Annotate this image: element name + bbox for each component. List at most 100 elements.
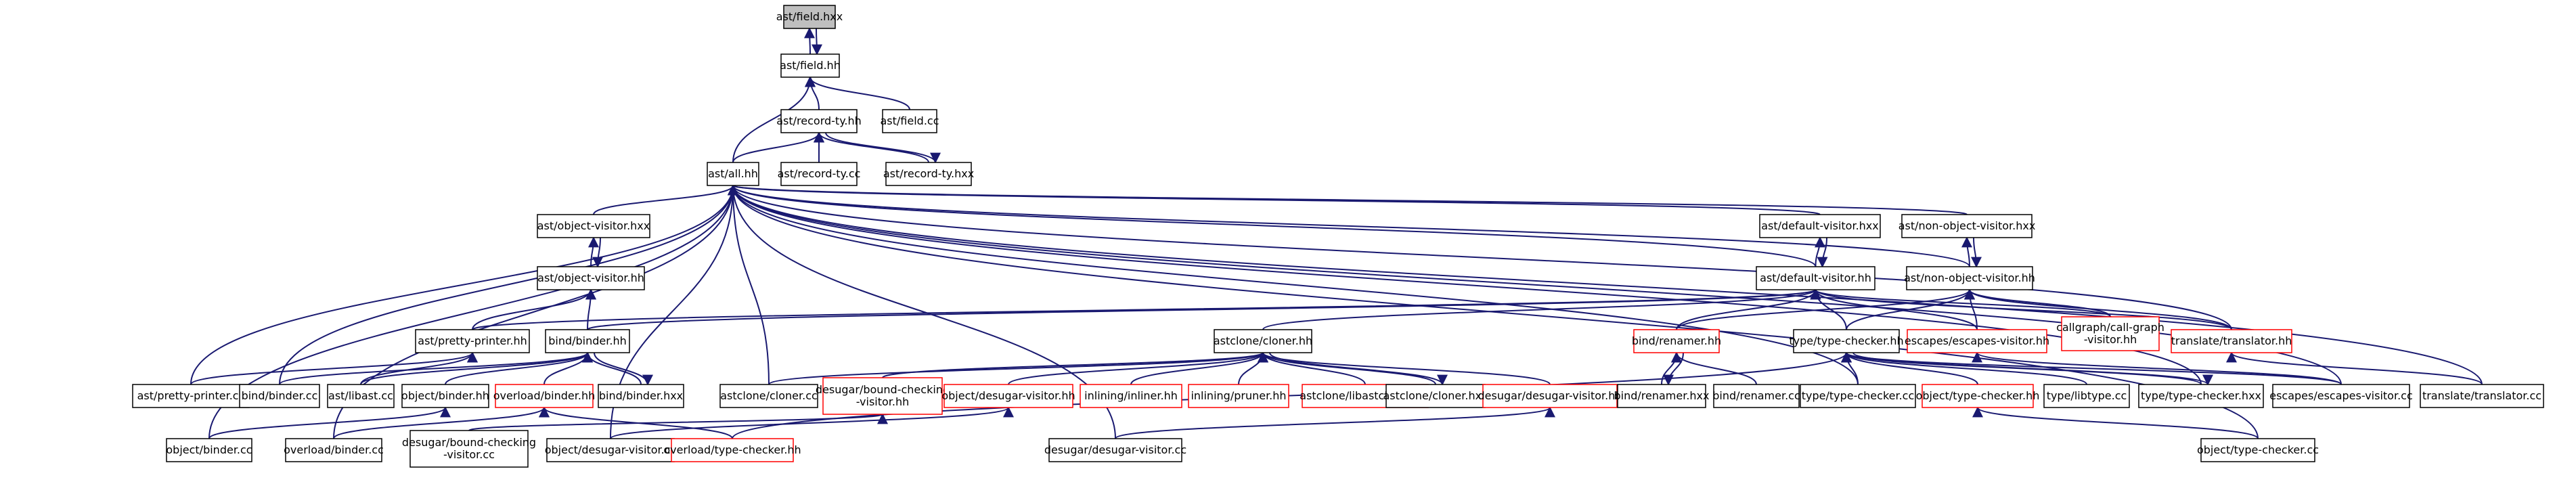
graph-node-escapes_visitor_cc[interactable]: escapes/escapes-visitor.cc	[2269, 384, 2413, 408]
edge-object_desugar_hh-to-cloner_hh	[1008, 351, 1268, 385]
node-box	[537, 214, 650, 238]
node-label: ast/default-visitor.hxx	[1761, 219, 1878, 232]
edge-record_ty_hh-to-record_ty_hxx	[825, 132, 941, 164]
graph-node-record_ty_hxx[interactable]: ast/record-ty.hxx	[883, 162, 974, 186]
node-label: bind/renamer.hh	[1632, 334, 1721, 347]
graph-node-type_checker_hxx[interactable]: type/type-checker.hxx	[2138, 384, 2264, 408]
edge-binder_hxx-to-binder_hh	[582, 351, 642, 385]
graph-node-object_desugar_hh[interactable]: object/desugar-visitor.hh	[941, 384, 1075, 408]
edge-escapes_visitor_cc-to-all_hh	[728, 184, 2342, 385]
edge-libast_cc-to-pretty_printer_hh	[360, 351, 478, 385]
edge-libast_cc-to-binder_hh	[360, 351, 593, 385]
node-box	[546, 438, 675, 462]
edge-renamer_hh-to-non_object_visitor_hh	[1676, 288, 1975, 330]
node-label: bind/binder.hh	[548, 334, 627, 347]
graph-node-object_binder_cc[interactable]: object/binder.cc	[166, 438, 252, 462]
node-box	[783, 5, 836, 29]
graph-node-pruner_hh[interactable]: inlining/pruner.hh	[1188, 384, 1289, 408]
graph-node-escapes_visitor_hh[interactable]: escapes/escapes-visitor.hh	[1905, 329, 2049, 353]
graph-node-default_visitor_hh[interactable]: ast/default-visitor.hh	[1756, 266, 1875, 290]
graph-node-record_ty_cc[interactable]: ast/record-ty.cc	[778, 162, 861, 186]
edge-non_object_visitor_hxx-to-all_hh	[728, 184, 1968, 215]
graph-node-call_graph_hh[interactable]: callgraph/call-graph-visitor.hh	[2056, 316, 2164, 351]
graph-node-object_desugar_cc[interactable]: object/desugar-visitor.cc	[545, 438, 677, 462]
graph-node-non_object_visitor_hh[interactable]: ast/non-object-visitor.hh	[1904, 266, 2035, 290]
edge-default_visitor_hh-to-default_visitor_hxx	[1814, 236, 1825, 267]
graph-node-default_visitor_hxx[interactable]: ast/default-visitor.hxx	[1759, 214, 1881, 238]
graph-node-all_hh[interactable]: ast/all.hh	[707, 162, 759, 186]
graph-node-renamer_cc[interactable]: bind/renamer.cc	[1712, 384, 1800, 408]
graph-node-bounds_checking_cc[interactable]: desugar/bound-checking-visitor.cc	[402, 430, 536, 468]
edge-pretty_printer_cc-to-pretty_printer_hh	[190, 351, 478, 385]
edge-default_visitor_hxx-to-default_visitor_hh	[1817, 237, 1828, 268]
graph-node-libast_cc[interactable]: ast/libast.cc	[327, 384, 395, 408]
node-label: object/desugar-visitor.cc	[545, 443, 677, 456]
node-label: ast/object-visitor.hh	[537, 271, 644, 284]
graph-node-translator_cc[interactable]: translate/translator.cc	[2420, 384, 2544, 408]
graph-node-bounds_checking_hh[interactable]: desugar/bound-checking-visitor.hh	[816, 377, 950, 415]
graph-node-binder_hh[interactable]: bind/binder.hh	[545, 329, 630, 353]
node-label: -visitor.cc	[443, 448, 495, 461]
graph-node-libtype_cc[interactable]: type/libtype.cc	[2043, 384, 2130, 408]
node-label: bind/binder.hxx	[599, 389, 683, 402]
node-label: type/type-checker.hh	[1789, 334, 1903, 347]
graph-node-desugar_visitor_cc[interactable]: desugar/desugar-visitor.cc	[1044, 438, 1186, 462]
node-label: ast/field.hh	[780, 59, 841, 72]
graph-node-object_visitor_hh[interactable]: ast/object-visitor.hh	[537, 266, 645, 290]
graph-node-record_ty_hh[interactable]: ast/record-ty.hh	[776, 109, 862, 133]
graph-node-inliner_hh[interactable]: inlining/inliner.hh	[1080, 384, 1182, 408]
node-label: object/binder.hh	[401, 389, 489, 402]
edge-overload_binder_cc-to-overload_binder_hh	[333, 406, 550, 439]
graph-node-overload_binder_hh[interactable]: overload/binder.hh	[493, 384, 595, 408]
node-box	[1214, 329, 1312, 353]
edge-object_type_checker_cc-to-object_type_checker_hh	[1972, 406, 2259, 439]
graph-node-overload_type_checker_hh[interactable]: overload/type-checker.hh	[663, 438, 801, 462]
node-box	[719, 384, 818, 408]
graph-node-binder_cc[interactable]: bind/binder.cc	[239, 384, 320, 408]
node-label: desugar/bound-checking	[402, 436, 536, 449]
graph-node-field_hxx[interactable]: ast/field.hxx	[776, 5, 843, 29]
node-label: object/type-checker.hh	[1916, 389, 2040, 402]
graph-node-object_type_checker_cc[interactable]: object/type-checker.cc	[2197, 438, 2319, 462]
graph-node-cloner_cc[interactable]: astclone/cloner.cc	[719, 384, 818, 408]
edge-cloner_cc-to-cloner_hh	[768, 351, 1268, 385]
graph-node-translator_hh[interactable]: translate/translator.hh	[2171, 329, 2292, 353]
node-box	[1907, 329, 2047, 353]
graph-node-overload_binder_cc[interactable]: overload/binder.cc	[284, 438, 384, 462]
node-box	[1793, 329, 1900, 353]
graph-node-field_cc[interactable]: ast/field.cc	[880, 109, 939, 133]
graph-node-type_checker_cc[interactable]: type/type-checker.cc	[1800, 384, 1916, 408]
graph-node-cloner_hxx[interactable]: astclone/cloner.hxx	[1383, 384, 1488, 408]
edge-type_checker_cc-to-all_hh	[728, 184, 1859, 385]
node-label: type/libtype.cc	[2047, 389, 2127, 402]
node-label: overload/type-checker.hh	[663, 443, 801, 456]
node-box	[2420, 384, 2544, 408]
graph-node-pretty_printer_cc[interactable]: ast/pretty-printer.cc	[132, 384, 250, 408]
graph-node-non_object_visitor_hxx[interactable]: ast/non-object-visitor.hxx	[1898, 214, 2036, 238]
node-box	[166, 438, 252, 462]
graph-node-cloner_hh[interactable]: astclone/cloner.hh	[1214, 329, 1312, 353]
graph-node-binder_hxx[interactable]: bind/binder.hxx	[598, 384, 684, 408]
node-label: type/type-checker.hxx	[2141, 389, 2261, 402]
edge-translator_hh-to-default_visitor_hh	[1810, 288, 2232, 330]
node-label: astclone/cloner.cc	[720, 389, 818, 402]
graph-node-object_type_checker_hh[interactable]: object/type-checker.hh	[1916, 384, 2040, 408]
graph-node-field_hh[interactable]: ast/field.hh	[780, 53, 841, 78]
edge-overload_type_checker_hh-to-type_checker_hh	[732, 351, 1852, 439]
graph-node-object_binder_hh[interactable]: object/binder.hh	[401, 384, 489, 408]
graph-node-pretty_printer_hh[interactable]: ast/pretty-printer.hh	[415, 329, 530, 353]
edge-translator_cc-to-all_hh	[728, 184, 2483, 385]
node-label: ast/record-ty.hh	[776, 114, 862, 127]
node-label: inlining/inliner.hh	[1084, 389, 1178, 402]
graph-node-desugar_visitor_hh[interactable]: desugar/desugar-visitor.hh	[1478, 384, 1622, 408]
graph-node-type_checker_hh[interactable]: type/type-checker.hh	[1789, 329, 1904, 353]
node-box	[545, 329, 630, 353]
node-box	[598, 384, 684, 408]
edge-binder_hh-to-default_visitor_hh	[587, 288, 1821, 330]
node-box	[1188, 384, 1289, 408]
edge-cloner_cc-to-all_hh	[728, 184, 770, 385]
graph-node-object_visitor_hxx[interactable]: ast/object-visitor.hxx	[537, 214, 650, 238]
graph-node-renamer_hh[interactable]: bind/renamer.hh	[1632, 329, 1721, 353]
graph-node-renamer_hxx[interactable]: bind/renamer.hxx	[1614, 384, 1710, 408]
node-label: ast/field.cc	[880, 114, 939, 127]
